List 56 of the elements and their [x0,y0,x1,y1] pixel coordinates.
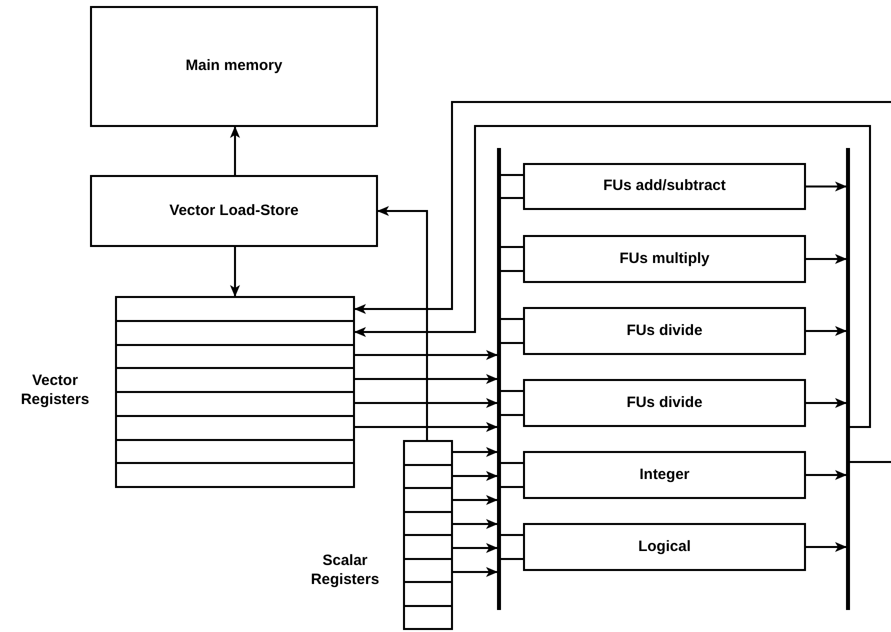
node-label: FUs divide [626,394,704,412]
connector-line [501,246,523,248]
node-label: FUs multiply [618,250,710,268]
functional-unit-box [523,307,806,355]
arrow [806,182,847,192]
connector-line [501,486,523,488]
functional-unit-box [523,379,806,427]
bus-bar [497,148,501,610]
arrow [355,422,498,432]
arrow [806,398,847,408]
arrow [806,542,847,552]
functional-unit-box [523,235,806,283]
memory-box [90,175,378,247]
node-label: FUs add/subtract [602,177,727,196]
arrow [355,350,498,360]
functional-unit-box [523,523,806,571]
arrow [806,470,847,480]
node-label: Logical [637,538,692,556]
connector-line [501,174,523,176]
connector-line [850,461,891,463]
node-label: Main memory [184,57,284,76]
arrow [354,125,871,428]
register-label: Vector Registers [20,371,90,410]
memory-box [90,6,378,127]
arrow [354,101,891,314]
arrow [453,471,498,481]
connector-line [501,414,523,416]
arrow [453,543,498,553]
arrow [453,567,498,577]
node-label: FUs divide [626,322,704,340]
register-label: Scalar Registers [310,551,380,590]
connector-line [501,534,523,536]
arrow [453,495,498,505]
arrow [230,247,240,297]
register-file [115,296,355,488]
arrow [806,326,847,336]
bus-bar [846,148,850,610]
connector-line [501,270,523,272]
connector-line [501,342,523,344]
arrow [453,519,498,529]
arrow [453,447,498,457]
connector-line [501,197,523,199]
functional-unit-box [523,163,806,210]
arrow [377,206,428,440]
connector-line [501,462,523,464]
register-file [403,440,453,630]
arrow [806,254,847,264]
functional-unit-box [523,451,806,499]
node-label: Vector Load-Store [168,202,300,220]
connector-line [501,390,523,392]
arrow [230,126,240,175]
arrow [355,374,498,384]
arrow [355,398,498,408]
node-label: Integer [638,466,690,484]
connector-line [501,318,523,320]
connector-line [501,558,523,560]
